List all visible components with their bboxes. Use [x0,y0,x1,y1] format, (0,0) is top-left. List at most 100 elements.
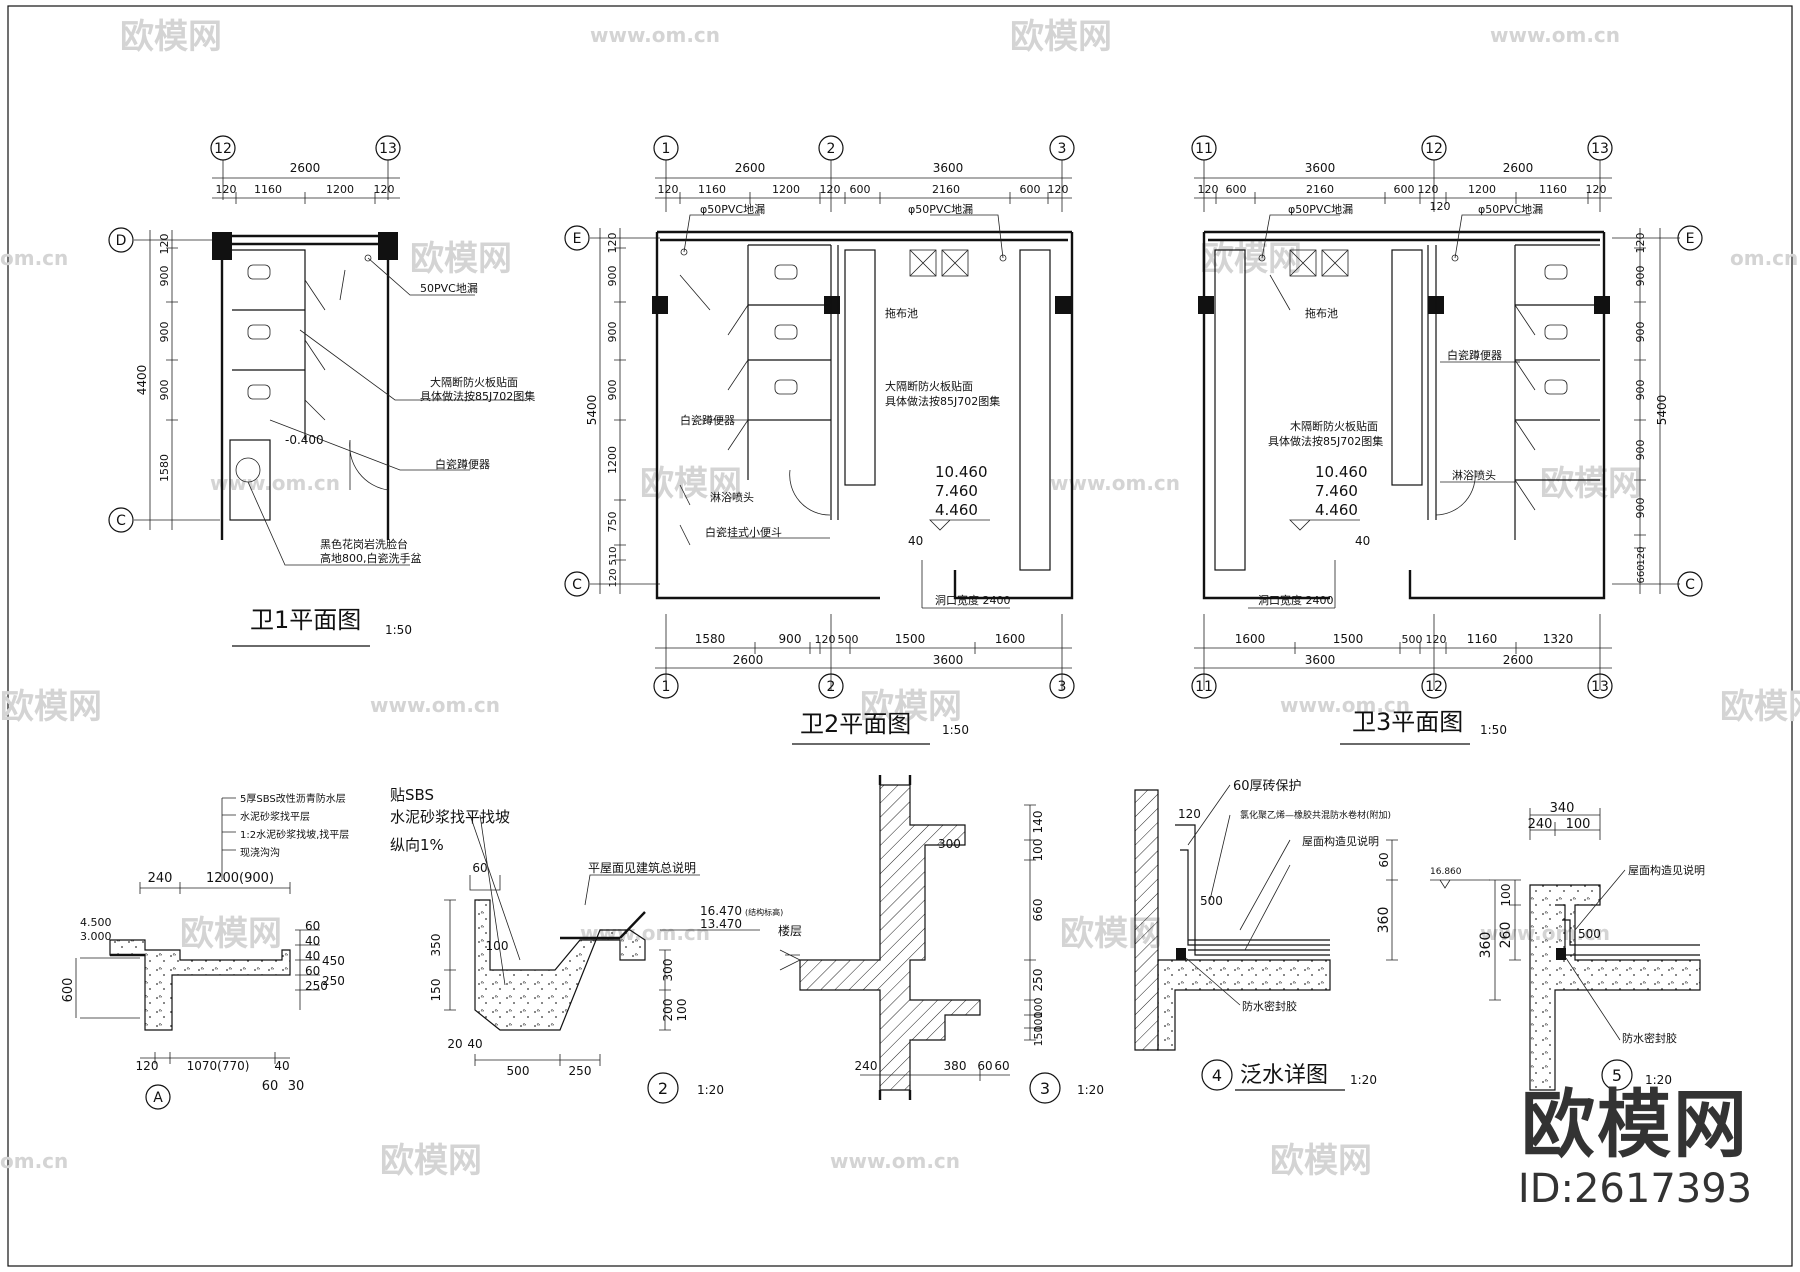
grid-label: 13 [1591,141,1609,157]
dimension-text: 3600 [933,653,964,667]
leader-lines [1185,784,1291,1006]
break-lines [878,775,912,1100]
squat-toilet [1544,324,1568,340]
stall-doors [1514,304,1536,511]
dimension-text: 1320 [1543,632,1574,646]
watermark-cn: 欧模网 [380,1141,482,1181]
detail-2: 贴SBS 水泥砂浆找平找坡 纵向1% 平屋面见建筑总说明 16.470 13.4… [390,786,783,1104]
grid-label: 12 [214,141,232,157]
note: 具体做法按85J702图集 [1268,434,1383,448]
dimension-text: 3600 [1305,653,1336,667]
dimension-text: 120 [820,183,841,196]
dimension-text: 60 [994,1059,1009,1073]
level-mark: 16.470 [700,904,742,918]
leader-lines [469,814,700,986]
dimension-lines [134,230,220,530]
grid-bubble [564,225,590,251]
grid-bubble [1587,673,1613,699]
layer-note: 1:2水泥砂浆找坡,找平层 [240,828,349,841]
plan-2: 1 2 3 E C 2600 3600 120 1160 1200 120 60… [564,135,1075,745]
watermark-cn: 欧模网 [410,239,512,279]
dimension-text: 1200 [772,183,800,196]
level-mark: -0.400 [285,433,324,447]
mop-sink [1321,249,1349,277]
note: 纵向1% [390,836,444,854]
dimension-text: 240 [1528,817,1553,832]
detail-title: 泛水详图 [1240,1063,1328,1088]
watermark-cn: 欧模网 [1540,464,1642,504]
grid-label: 2 [827,141,836,157]
detail-bubble [647,1072,679,1104]
beam-section [799,784,981,1091]
dimension-text: 1200(900) [206,871,274,886]
dimension-text: 60 [1377,852,1391,867]
grid-bubble [564,571,590,597]
dimension-text: 500 [1200,894,1223,908]
dimension-text: 360 [1376,907,1392,934]
dimension-text: 40 [305,949,320,963]
dimension-text: 250 [322,974,345,988]
squat-toilet [1544,379,1568,395]
sheet-border [7,5,1793,1267]
dimension-text: 40 [467,1037,482,1051]
leader-lines [247,257,525,566]
urinal-trough [1214,249,1246,571]
level-mark: 10.460 [935,463,988,481]
dimension-text: 900 [606,266,619,287]
dimension-text: 1200 [1468,183,1496,196]
plan-scale: 1:50 [1480,723,1507,737]
mop-sink [941,249,969,277]
dimension-text: 120 [606,233,619,254]
dimension-lines [1194,160,1612,212]
gutter-section [109,939,291,1031]
watermark-url: www.om.cn [370,693,500,717]
plan-title: 卫3平面图 [1352,708,1463,736]
dimension-text: 120 [1198,183,1219,196]
dimension-text: 600 [61,978,76,1003]
note: 60厚砖保护 [1233,779,1302,794]
level-triangle [929,519,990,531]
flashing-layers [1555,904,1700,956]
note: φ50PVC地漏 [700,203,765,216]
dimension-text: 150 [1032,1026,1045,1047]
dimension-text: 900 [606,380,619,401]
dimension-text: 250 [569,1064,592,1078]
note: 黑色花岗岩洗脸台 [320,537,408,551]
dimension-lines [474,1054,601,1066]
door-swing [349,439,389,491]
grid-label: E [573,231,582,247]
dimension-text: 5400 [1655,395,1669,426]
note: 平屋面见建筑总说明 [588,860,696,875]
dimension-lines [1194,614,1612,690]
level-mark: 4.460 [1315,501,1358,519]
dimension-text: 450 [322,954,345,968]
level-mark: 13.470 [700,917,742,931]
stall-doors [304,279,326,421]
dimension-text: 250 [1031,969,1045,992]
dimension-lines [139,882,291,894]
note: 防水密封胶 [1242,999,1297,1013]
detail-5: 屋面构造见说明 防水密封胶 500 340 240 100 16.860 100… [1430,801,1705,1091]
grid-label: E [1686,231,1695,247]
dimension-text: 350 [429,934,443,957]
dimension-text: 100 [1032,998,1045,1019]
dimension-text: 120 [1636,546,1647,565]
watermark-short: om.cn [0,1149,68,1173]
note: 50PVC地漏 [420,282,478,295]
dimension-text: 120 [1426,633,1447,646]
dimension-lines [75,957,140,1019]
urinal-trough [1391,249,1423,486]
detail-number: 3 [1040,1079,1050,1098]
plan-1: 12 13 D C 2600 120 1160 1200 120 120 900… [108,135,535,647]
detail-a: 5厚SBS改性沥青防水层 水泥砂浆找平层 1:2水泥砂浆找坡,找平层 现浇沟沟 … [61,792,349,1110]
watermark-cn: 欧模网 [860,687,962,727]
brand-id: ID:2617393 [1517,1166,1753,1212]
level-mark: 7.460 [1315,482,1358,500]
grid-label: 2 [827,679,836,695]
detail-scale: 1:20 [1350,1073,1377,1087]
dimension-text: 60 [472,861,487,875]
level-note: (结构标高) [745,907,783,917]
note: 防水密封胶 [1622,1031,1677,1045]
slab-section [1157,959,1331,1051]
level-triangle [1289,519,1360,531]
